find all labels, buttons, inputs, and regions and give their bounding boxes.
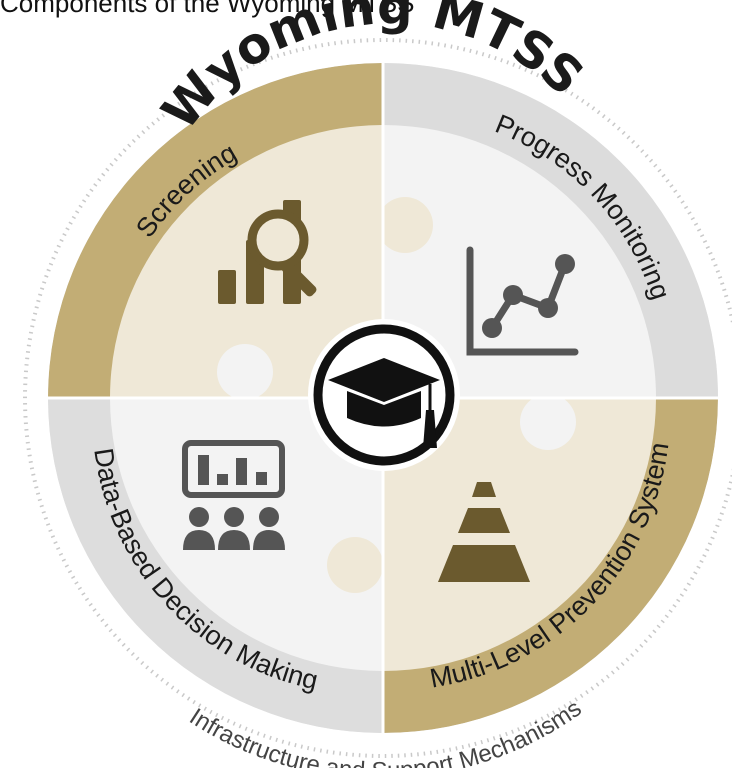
piece-prevention-system [383,398,656,671]
pyramid-icon [438,482,530,582]
diagram-caption: Components of the Wyoming MTSS [0,0,415,18]
puzzle-knob-top [377,197,433,253]
puzzle-knob-bottom [327,537,383,593]
puzzle-knob-left [217,344,273,400]
bar-chart-magnifier-icon [218,200,317,304]
graduation-cap-icon [308,319,460,471]
piece-progress-monitoring [383,125,656,398]
piece-decision-making [110,398,383,671]
line-graph-icon [466,246,579,356]
puzzle-knob-right [520,394,576,450]
presentation-audience-icon [182,440,285,550]
